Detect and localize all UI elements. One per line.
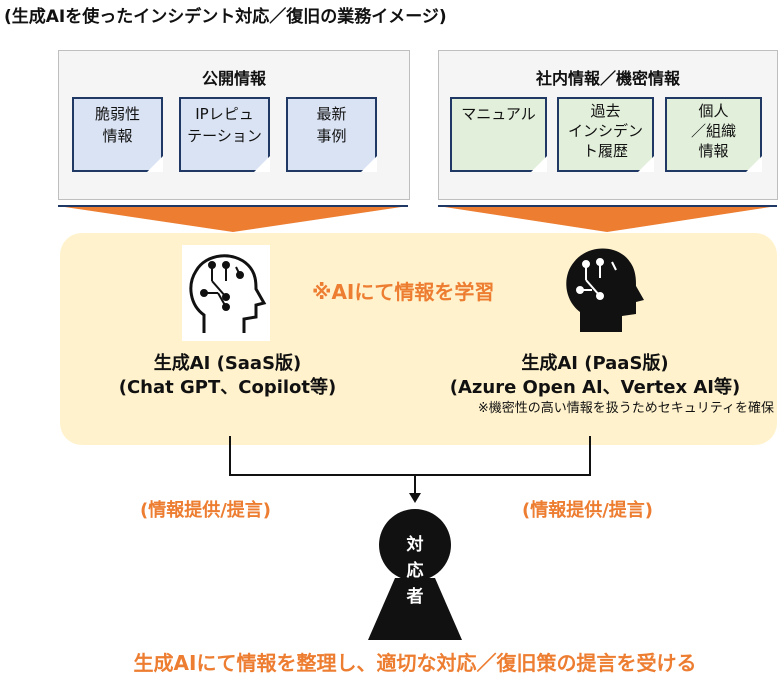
head-outline-icon (182, 245, 270, 341)
paas-security-note: ※機密性の高い情報を扱うためセキュリティを確保 (477, 401, 774, 416)
paas-title: 生成AI (PaaS版) (521, 353, 669, 374)
bottom-summary: 生成AIにて情報を整理し、適切な対応／復旧策の提言を受ける (133, 651, 697, 675)
learning-text: ※AIにて情報を学習 (312, 280, 495, 304)
responder-body (368, 578, 462, 640)
note-past-incidents: 過去 インシデン ト履歴 (557, 97, 654, 172)
public-info-title: 公開情報 (201, 69, 266, 88)
arrow-internal (438, 206, 777, 232)
provide-left: (情報提供/提言) (140, 500, 272, 521)
responder-label: 対 応 者 (406, 535, 424, 607)
note-ip-reputation: IPレピュ テーション (179, 97, 270, 172)
public-info-box: 公開情報 脆弱性 情報 IPレピュ テーション 最新 事例 (58, 50, 410, 200)
internal-info-box: 社内情報／機密情報 マニュアル 過去 インシデン ト履歴 個人 ／組織 情報 (438, 50, 778, 200)
paas-label: 生成AI (PaaS版) (Azure Open AI、Vertex AI等) … (430, 352, 774, 418)
page-title: (生成AIを使ったインシデント対応／復旧の業務イメージ) (4, 7, 447, 27)
paas-examples: (Azure Open AI、Vertex AI等) (449, 377, 741, 398)
saas-title: 生成AI (SaaS版) (153, 353, 302, 374)
ai-panel (60, 233, 777, 445)
saas-label: 生成AI (SaaS版) (Chat GPT、Copilot等) (90, 352, 365, 400)
note-latest-cases: 最新 事例 (286, 97, 377, 172)
internal-info-title: 社内情報／機密情報 (535, 69, 680, 88)
note-manual: マニュアル (450, 97, 547, 172)
arrow-public (58, 206, 408, 232)
responder-head (379, 509, 451, 581)
note-personal-org: 個人 ／組織 情報 (665, 97, 762, 172)
saas-examples: (Chat GPT、Copilot等) (118, 377, 337, 398)
head-filled-icon (566, 248, 644, 332)
note-vulnerability: 脆弱性 情報 (72, 97, 163, 172)
provide-right: (情報提供/提言) (522, 500, 654, 521)
